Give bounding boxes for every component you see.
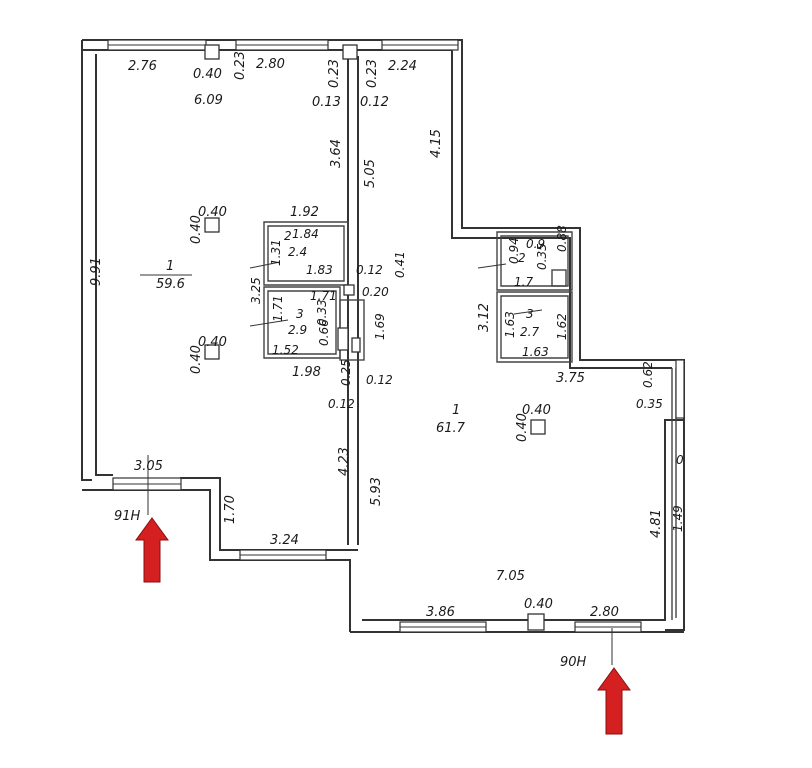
dimension-labels: 2.76 0.40 0.23 2.80 0.23 0.23 2.24 6.09 … [89, 51, 685, 670]
room2-number: 1 [452, 403, 460, 418]
label-col-c: 0.40 [522, 403, 551, 418]
arrow-up-icon [135, 517, 169, 583]
arrow-up-icon [597, 667, 631, 735]
label-bottom-t2: 0.12 [328, 397, 355, 411]
label-r-cut: 1.49 [671, 505, 685, 532]
dimension-lines [140, 261, 613, 665]
label-left-height: 9.91 [89, 257, 104, 286]
column-bottom [527, 613, 545, 631]
label-r-h: 4.81 [649, 509, 664, 538]
label-wc-t: 0.20 [362, 285, 389, 299]
label-mark-91: 91Н [114, 509, 141, 524]
label-partition-1: 3.64 [329, 139, 344, 168]
label-wc-d2: 0.66 [317, 319, 331, 346]
label-top-w1: 2.76 [128, 59, 157, 74]
label-wc-h: 1.71 [271, 295, 285, 322]
label-top-col: 0.40 [193, 67, 222, 82]
label-top-t1: 0.23 [233, 51, 248, 80]
label-mark-90: 90Н [560, 655, 587, 670]
column-right-1 [530, 419, 546, 435]
label-r-t2: 0.35 [636, 397, 663, 411]
label-wc-left: 3.25 [249, 277, 263, 304]
column-left-2 [204, 344, 220, 360]
label-r-bath-t2: 0.35 [535, 243, 549, 270]
columns [204, 44, 546, 631]
label-top-w2: 2.80 [256, 57, 285, 72]
label-r-wc-d2: 1.62 [555, 313, 569, 340]
label-r-bath-t: 0.94 [507, 237, 521, 264]
label-win-a: 3.86 [426, 605, 455, 620]
column-top-1 [204, 44, 220, 60]
label-r-wc-w: 1.63 [522, 345, 549, 359]
label-r-wc-h: 3.12 [477, 303, 492, 332]
label-bottom-t1: 0.25 [339, 359, 353, 386]
wc-number: 3 [296, 307, 304, 321]
windows [107, 39, 685, 633]
wc-area: 2.9 [288, 323, 307, 337]
label-r-step: 3.75 [556, 371, 585, 386]
label-top-t4: 0.13 [312, 95, 341, 110]
window-right [675, 359, 685, 419]
room1-number: 1 [166, 259, 174, 274]
label-right-seg: 4.15 [429, 129, 444, 158]
label-top-t5: 0.12 [360, 95, 389, 110]
label-bath-t2: 0.41 [393, 251, 407, 278]
label-r-cut2: 0 [676, 453, 684, 467]
column-left-1 [204, 217, 220, 233]
label-bottom-t3: 0.12 [366, 373, 393, 387]
label-left-part: 4.23 [337, 447, 352, 476]
label-bath-h: 1.31 [269, 239, 283, 266]
label-top-t3: 0.23 [365, 59, 380, 88]
label-partition-2: 5.05 [363, 159, 378, 188]
label-top-span: 6.09 [194, 93, 223, 108]
r-wc-number: 3 [526, 307, 534, 321]
entrance-arrows [135, 517, 631, 735]
label-bath-d: 1.84 [292, 227, 319, 241]
label-bath-w2: 1.83 [306, 263, 333, 277]
label-win-b: 2.80 [590, 605, 619, 620]
column-top-2 [342, 44, 358, 60]
bath-area: 2.4 [288, 245, 307, 259]
label-wc-d: 0.33 [315, 299, 329, 326]
label-bath-t: 0.12 [356, 263, 383, 277]
label-top-t2: 0.23 [327, 59, 342, 88]
r-wc-area: 2.7 [520, 325, 539, 339]
label-col-a2: 0.40 [189, 215, 204, 244]
label-wc-w: 1.71 [310, 289, 337, 303]
r-bath-area: 1.7 [514, 275, 533, 289]
label-col-a: 0.40 [198, 205, 227, 220]
label-col-c2: 0.40 [515, 413, 530, 442]
room2-area: 61.7 [436, 421, 466, 436]
label-col-b: 0.40 [198, 335, 227, 350]
label-left-door: 1.70 [223, 495, 238, 524]
label-col-b2: 0.40 [189, 345, 204, 374]
bath-number: 2 [284, 229, 292, 243]
label-wc-h2: 1.69 [373, 313, 387, 340]
label-bath-w: 1.92 [290, 205, 319, 220]
label-col-d: 0.40 [524, 597, 553, 612]
label-mid-part: 5.93 [369, 477, 384, 506]
label-left-win: 3.05 [134, 459, 163, 474]
label-bottom-win: 3.24 [270, 533, 299, 548]
r-bath-number: 2 [518, 251, 526, 265]
label-wc-w2: 1.52 [272, 343, 299, 357]
label-top-w3: 2.24 [388, 59, 417, 74]
label-bottom-span: 7.05 [496, 569, 525, 584]
label-bottom-left-w: 1.98 [292, 365, 321, 380]
room1-area: 59.6 [156, 277, 185, 292]
label-r-bath-t3: 0.88 [555, 225, 569, 252]
label-r-t1: 0.62 [641, 361, 655, 388]
label-r-bath-w: 0.9 [526, 237, 545, 251]
label-r-wc-d: 1.63 [503, 311, 517, 338]
